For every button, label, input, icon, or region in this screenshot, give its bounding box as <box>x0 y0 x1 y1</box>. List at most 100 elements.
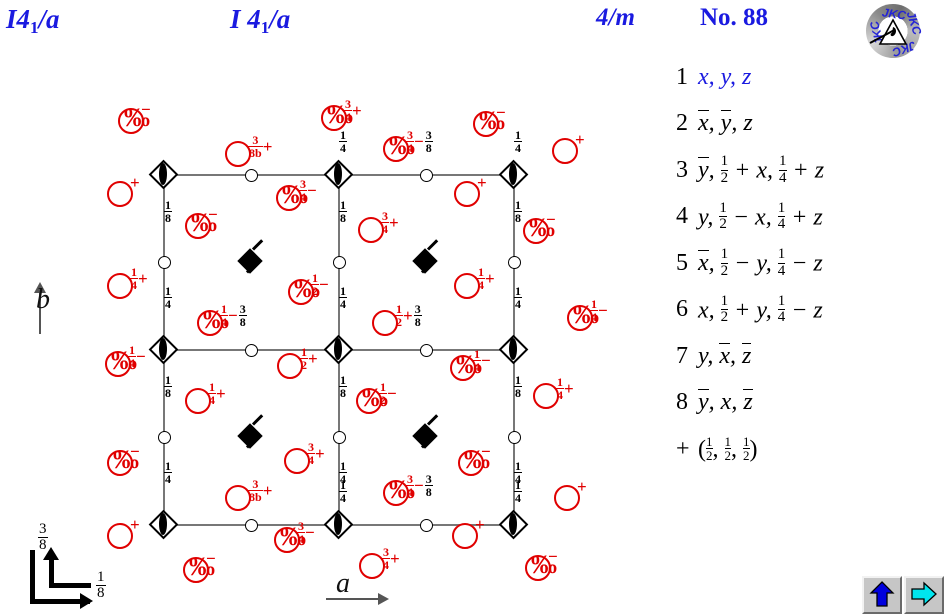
atom-comma <box>276 185 302 211</box>
atom-ring <box>185 388 211 414</box>
atom-comma <box>118 108 144 134</box>
atom-comma-glyph <box>111 355 122 371</box>
operation-number: 8 <box>676 389 688 415</box>
symmetry-operation-row: 7 y, x, z <box>676 341 944 371</box>
legend-fraction-vertical: 3 8 <box>38 521 48 554</box>
operation-expression: y, x, z <box>698 389 753 415</box>
atom-comma <box>288 279 314 305</box>
four-one-screw-axis-icon <box>233 239 267 278</box>
atom-ring <box>225 141 251 167</box>
four-bar-axis-icon <box>323 159 354 190</box>
legend-horizontal-bar <box>30 599 90 604</box>
hm-lattice-letter: I <box>230 4 241 34</box>
atom-comma <box>183 557 209 583</box>
atom-sign: − <box>414 132 424 152</box>
atom-sign: − <box>141 100 151 119</box>
atom-ring <box>372 310 398 336</box>
atom-comma-glyph <box>389 140 400 156</box>
atom-ring <box>284 448 310 474</box>
four-bar-lens <box>159 338 167 360</box>
atom-ring <box>359 553 385 579</box>
atom-comma-glyph <box>124 112 135 128</box>
atom-comma <box>274 527 300 553</box>
operation-number: 7 <box>676 342 688 369</box>
nav-up-button[interactable] <box>862 576 902 614</box>
operation-number: + <box>676 435 690 462</box>
b-arrow-shaft <box>39 290 41 334</box>
space-group-number: No. 88 <box>700 4 769 31</box>
inversion-centre-icon <box>419 518 433 532</box>
a-axis-label: a <box>336 568 350 599</box>
atom-sign: + <box>577 477 587 496</box>
nav-right-button[interactable] <box>904 576 944 614</box>
four-bar-axis-icon <box>323 509 354 540</box>
inversion-centre-icon <box>419 343 433 357</box>
atom-circle <box>277 353 303 379</box>
operation-number: 1 <box>676 63 688 90</box>
four-bar-lens <box>509 163 517 185</box>
atom-annotation: + <box>130 174 140 191</box>
atom-sign: + <box>477 173 487 192</box>
atom-sign: + <box>575 130 585 149</box>
atom-sign: − <box>548 547 558 566</box>
operation-expression: y, x, z <box>698 342 752 369</box>
atom-ring <box>554 485 580 511</box>
atom-comma-glyph <box>456 359 467 375</box>
inversion-centre-icon <box>507 255 521 269</box>
inversion-centre-icon <box>244 168 258 182</box>
atom-comma-glyph <box>327 109 338 125</box>
operation-number: 2 <box>676 110 688 136</box>
atom-circle <box>454 181 480 207</box>
atom-comma <box>185 213 211 239</box>
four-one-screw-axis-icon <box>408 239 442 278</box>
atom-annotation: − <box>206 550 216 567</box>
a-axis-arrow-icon <box>326 592 390 612</box>
atom-comma <box>525 555 551 581</box>
inversion-centre-icon <box>332 430 346 444</box>
up-arrow-icon <box>869 581 895 607</box>
operation-number: 6 <box>676 296 688 322</box>
legend-inner-up-arrowhead <box>43 547 59 560</box>
atom-ring <box>552 138 578 164</box>
point-group-symbol: 4/m <box>596 4 635 31</box>
atom-circle <box>284 448 310 474</box>
atom-comma-glyph <box>280 531 291 547</box>
b-axis-arrow-icon <box>28 282 58 334</box>
atom-comma-glyph <box>479 115 490 131</box>
screw-tail-upper <box>251 239 264 251</box>
atom-annotation: − <box>141 101 151 118</box>
atom-circle <box>107 273 133 299</box>
atom-circle <box>372 310 398 336</box>
atom-sign: + <box>403 306 413 326</box>
atom-comma-glyph <box>282 189 293 205</box>
atom-annotation: + <box>577 478 587 495</box>
screw-tail-upper <box>426 239 439 251</box>
atom-sign: + <box>216 384 226 404</box>
hm-symbol-short-main: I4 <box>6 4 31 34</box>
atom-ring <box>454 273 480 299</box>
four-bar-axis-icon <box>323 334 354 365</box>
atom-circle <box>359 553 385 579</box>
atom-comma <box>107 450 133 476</box>
atom-circle <box>554 485 580 511</box>
atom-sign: − <box>228 306 238 326</box>
hm-axis-order: 4 <box>247 4 261 34</box>
jkc-logo: JKC JKC JKC JKC <box>862 2 924 60</box>
a-arrow-head <box>378 593 389 605</box>
atom-sign: + <box>138 269 148 289</box>
